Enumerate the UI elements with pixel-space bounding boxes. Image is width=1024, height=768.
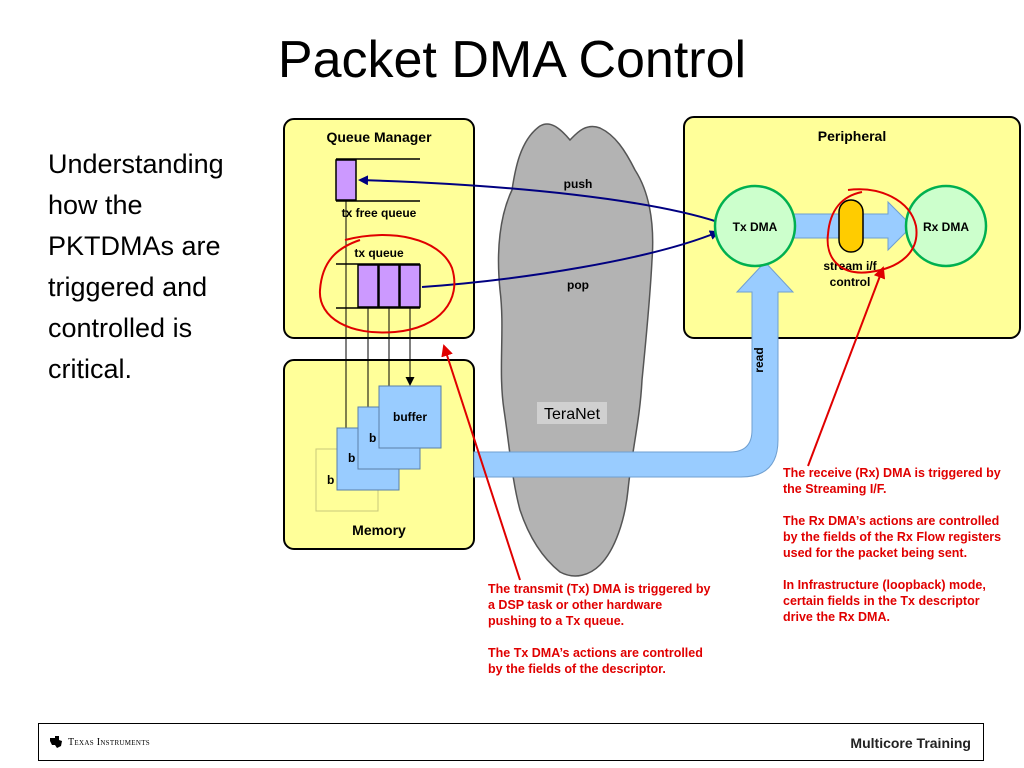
tx-dma-label: Tx DMA [733,220,778,234]
tx-queue-slot [357,264,379,308]
tx-free-queue: tx free queue [335,158,420,220]
bullet-text: Understanding how the PKTDMAs are trigge… [48,149,224,384]
queue-buffer-links [345,200,415,430]
slide-title: Packet DMA Control [277,31,747,89]
rx-dma-circle [904,184,988,268]
buffer-label: b [327,473,334,487]
tx-annotation-line: The Tx DMA’s actions are controlled by t… [488,646,703,676]
tx-queue-slot [378,264,400,308]
push-arrow [358,175,719,223]
push-label: push [564,177,593,191]
tx-dma-circle [713,184,797,268]
rx-annotation-line: The receive (Rx) DMA is triggered by the… [783,466,1001,496]
ti-logo-icon [50,736,62,748]
tx-queue-slot [399,264,421,308]
buffer-label: buffer [393,410,427,424]
rx-annotation-line: The Rx DMA’s actions are controlled by t… [783,514,1002,560]
rx-note-arrow [807,266,886,467]
tx-queue-highlight [318,234,456,334]
read-label: read [752,347,766,372]
peripheral-title: Peripheral [818,128,886,144]
stream-label-2: control [830,275,871,289]
buffer-label: b [369,431,376,445]
teranet-label: TeraNet [544,406,601,423]
queue-manager-title: Queue Manager [326,129,432,145]
tx-queue: tx queue [336,246,421,309]
tx-free-queue-slot [335,159,357,201]
ti-logo: Texas Instruments [49,735,150,749]
memory-title: Memory [352,522,406,538]
queue-manager-box [283,118,475,339]
teranet-label-bg [537,402,607,424]
read-path: read [473,261,795,478]
buffer-stack: b b b buffer [315,385,442,512]
dma-diagram: Queue Manager Memory Peripheral tx free … [283,116,1021,581]
stream-control-pill [838,199,864,253]
tx-free-queue-label: tx free queue [342,206,417,220]
buffer-label: b [348,451,355,465]
tx-annotation-line: The transmit (Tx) DMA is triggered by a … [488,582,711,628]
rx-dma-label: Rx DMA [923,220,969,234]
teranet-cloud [497,123,654,577]
pop-arrow [421,230,720,288]
slide-footer: Texas Instruments Multicore Training [38,723,984,761]
footer-course-name: Multicore Training [850,735,971,751]
pop-label: pop [567,278,589,292]
rx-annotation: The receive (Rx) DMA is triggered by the… [783,465,1005,641]
rx-annotation-line: In Infrastructure (loopback) mode, certa… [783,578,986,624]
ti-logo-text: Texas Instruments [68,736,150,748]
tx-queue-label: tx queue [354,246,404,260]
tx-annotation: The transmit (Tx) DMA is triggered by a … [488,581,713,693]
tx-note-arrow [441,344,521,581]
buffer [378,385,442,449]
